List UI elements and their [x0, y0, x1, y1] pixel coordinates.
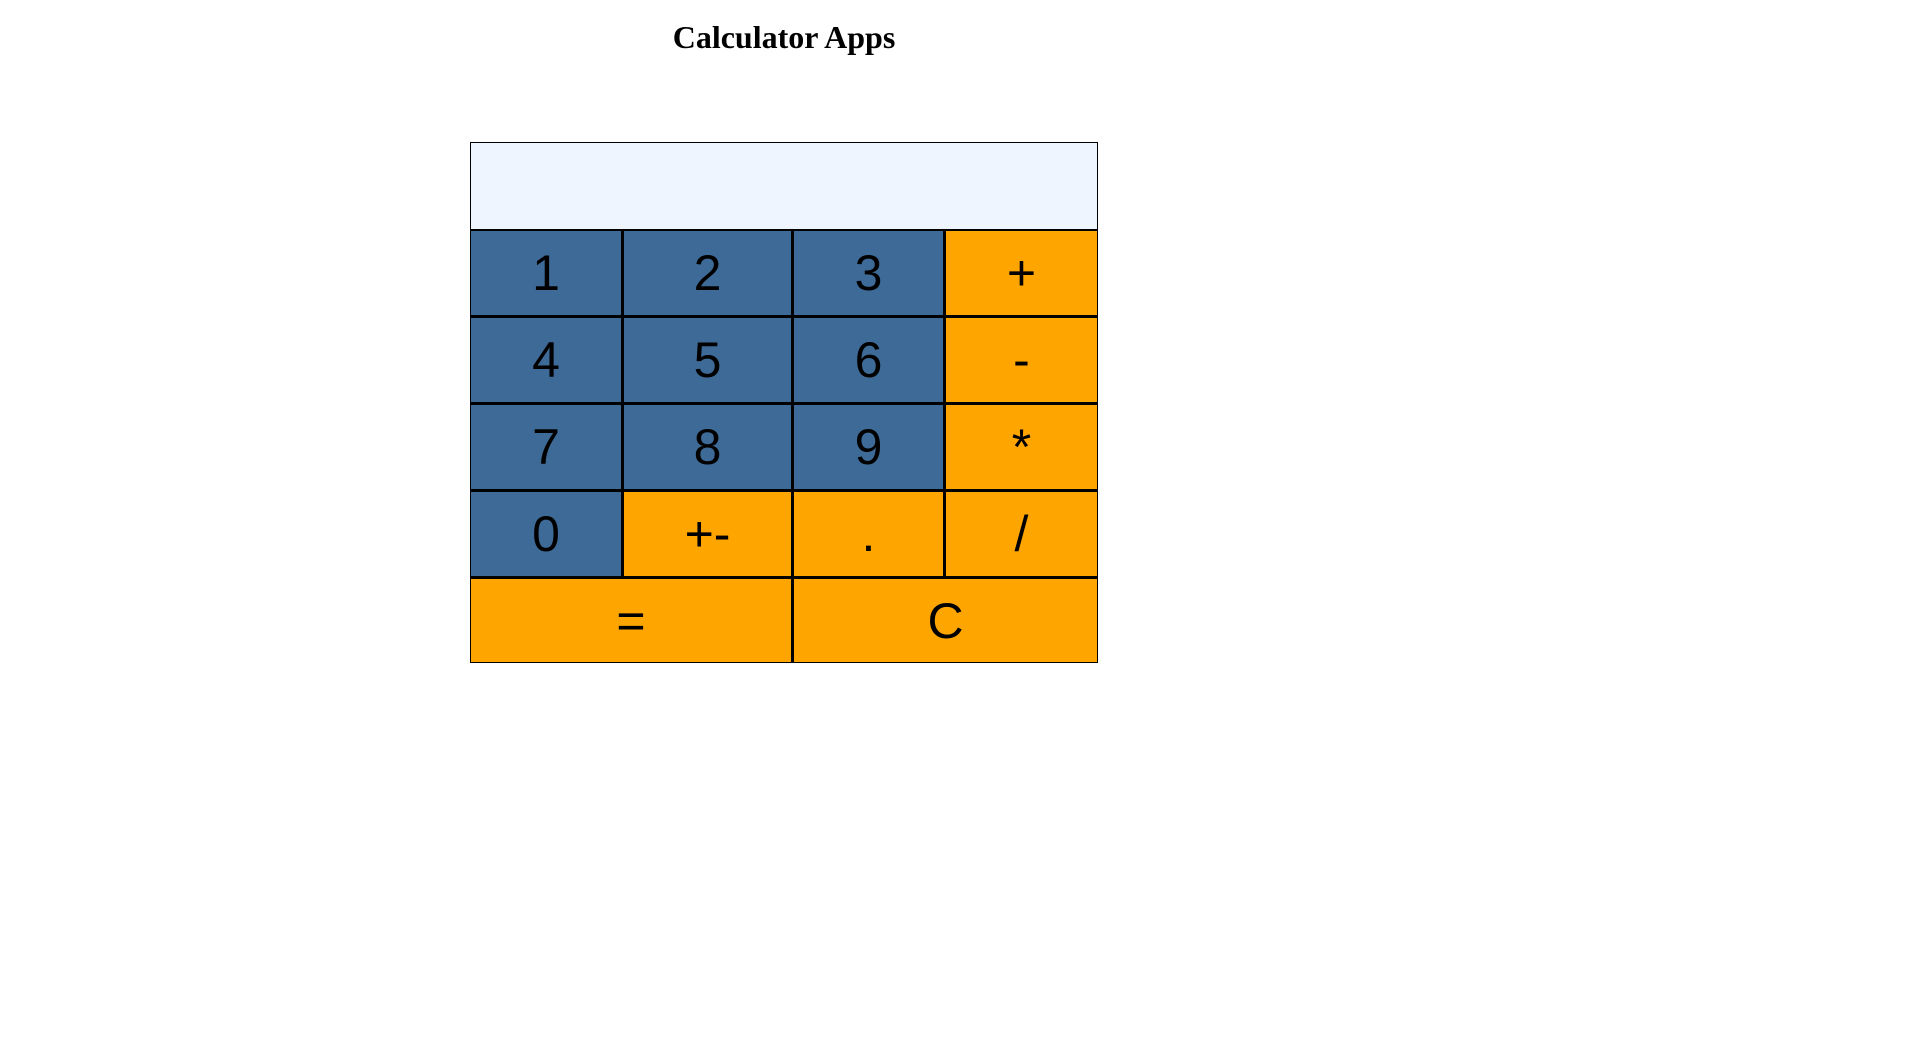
divide-button[interactable]: /: [946, 492, 1097, 576]
digit-4-button[interactable]: 4: [471, 318, 621, 402]
digit-5-button[interactable]: 5: [624, 318, 791, 402]
multiply-button[interactable]: *: [946, 405, 1097, 489]
negate-button[interactable]: +-: [624, 492, 791, 576]
add-button[interactable]: +: [946, 231, 1097, 315]
digit-7-button[interactable]: 7: [471, 405, 621, 489]
equals-button[interactable]: =: [471, 579, 791, 662]
calculator-display[interactable]: [471, 143, 1097, 229]
decimal-button[interactable]: .: [794, 492, 943, 576]
digit-8-button[interactable]: 8: [624, 405, 791, 489]
digit-9-button[interactable]: 9: [794, 405, 943, 489]
digit-2-button[interactable]: 2: [624, 231, 791, 315]
digit-3-button[interactable]: 3: [794, 231, 943, 315]
digit-1-button[interactable]: 1: [471, 231, 621, 315]
clear-button[interactable]: C: [794, 579, 1097, 662]
digit-0-button[interactable]: 0: [471, 492, 621, 576]
subtract-button[interactable]: -: [946, 318, 1097, 402]
page-title: Calculator Apps: [672, 19, 896, 55]
calculator: 1 2 3 + 4 5 6 - 7 8 9 * 0 +- . / = C: [470, 142, 1098, 663]
digit-6-button[interactable]: 6: [794, 318, 943, 402]
